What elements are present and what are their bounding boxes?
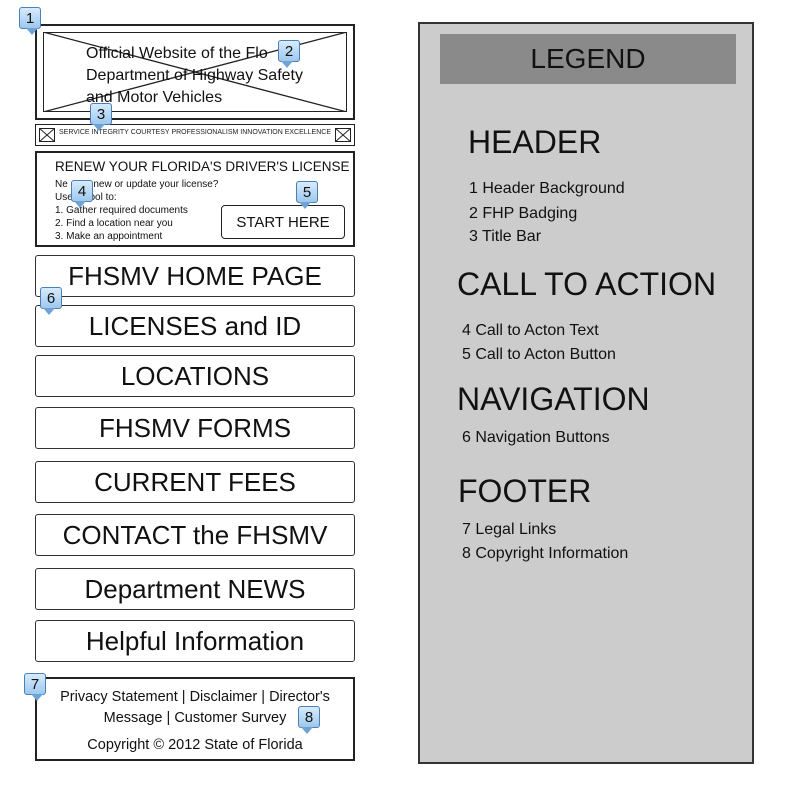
cta-step: 3. Make an appointment — [55, 231, 163, 242]
value-professionalism: PROFESSIONALISM — [171, 129, 239, 136]
cta-text-line: Ne renew or update your license? — [55, 179, 219, 190]
nav-button-licenses[interactable]: LICENSES and ID — [35, 305, 355, 347]
callout-badge: 8 — [298, 706, 320, 734]
placeholder-cross-icon — [39, 127, 55, 142]
copyright-text: Copyright © 2012 State of Florida — [87, 737, 303, 753]
nav-button-news[interactable]: Department NEWS — [35, 568, 355, 610]
site-title-line: Official Website of the Flo — [86, 45, 268, 62]
legend-section-heading: NAVIGATION — [457, 381, 650, 417]
legend-item: 2 FHP Badging — [469, 205, 578, 222]
nav-button-locations[interactable]: LOCATIONS — [35, 355, 355, 397]
legend-item: 5 Call to Acton Button — [462, 346, 616, 363]
title-bar: SERVICE INTEGRITY COURTESY PROFESSIONALI… — [35, 124, 355, 146]
cta-step: 2. Find a location near you — [55, 218, 173, 229]
start-here-button[interactable]: START HERE — [221, 205, 345, 239]
nav-button-fees[interactable]: CURRENT FEES — [35, 461, 355, 503]
callout-badge: 4 — [71, 180, 93, 208]
legend-panel: LEGEND HEADER 1 Header Background 2 FHP … — [418, 22, 754, 764]
legal-links-line[interactable]: Message | Customer Survey — [103, 710, 287, 726]
site-title-line: and Motor Vehicles — [86, 89, 223, 106]
legend-item: 4 Call to Acton Text — [462, 322, 599, 339]
nav-button-contact[interactable]: CONTACT the FHSMV — [35, 514, 355, 556]
callout-badge: 1 — [19, 7, 41, 35]
legend-item: 1 Header Background — [469, 180, 625, 197]
legend-item: 3 Title Bar — [469, 228, 542, 245]
legal-links-line[interactable]: Privacy Statement | Disclaimer | Directo… — [60, 689, 330, 705]
cta-heading: RENEW YOUR FLORIDA'S DRIVER'S LICENSE — [55, 159, 350, 174]
header-background: Official Website of the Flo Department o… — [35, 24, 355, 120]
callout-badge: 5 — [296, 181, 318, 209]
legend-item: 8 Copyright Information — [462, 545, 629, 562]
value-integrity: INTEGRITY — [91, 129, 129, 136]
legend-item: 6 Navigation Buttons — [462, 429, 610, 446]
callout-badge: 7 — [24, 673, 46, 701]
value-excellence: EXCELLENCE — [284, 129, 331, 136]
nav-button-helpful-info[interactable]: Helpful Information — [35, 620, 355, 662]
placeholder-cross-icon — [335, 127, 351, 142]
nav-button-home[interactable]: FHSMV HOME PAGE — [35, 255, 355, 297]
legend-section-heading: HEADER — [468, 124, 602, 160]
site-title: Official Website of the Flo Department o… — [86, 43, 303, 109]
legend-section-heading: CALL TO ACTION — [457, 266, 717, 302]
legal-links: Privacy Statement | Disclaimer | Directo… — [37, 687, 353, 729]
title-bar-values: SERVICE INTEGRITY COURTESY PROFESSIONALI… — [59, 129, 331, 136]
callout-badge: 6 — [40, 287, 62, 315]
value-courtesy: COURTESY — [130, 129, 170, 136]
legend-section-heading: FOOTER — [458, 473, 592, 509]
cta-text-line: Use ool to: — [55, 192, 117, 203]
value-service: SERVICE — [59, 129, 90, 136]
nav-button-forms[interactable]: FHSMV FORMS — [35, 407, 355, 449]
callout-badge: 2 — [278, 40, 300, 68]
legend-title: LEGEND — [440, 34, 736, 84]
cta-text: Ne renew or update your license? Use ool… — [55, 178, 218, 243]
header-image-placeholder: Official Website of the Flo Department o… — [42, 31, 347, 112]
callout-badge: 3 — [90, 103, 112, 131]
legend-item: 7 Legal Links — [462, 521, 557, 538]
cta-step: 1. Gather required documents — [55, 205, 188, 216]
site-title-line: Department of Highway Safety — [86, 67, 303, 84]
value-innovation: INNOVATION — [240, 129, 283, 136]
